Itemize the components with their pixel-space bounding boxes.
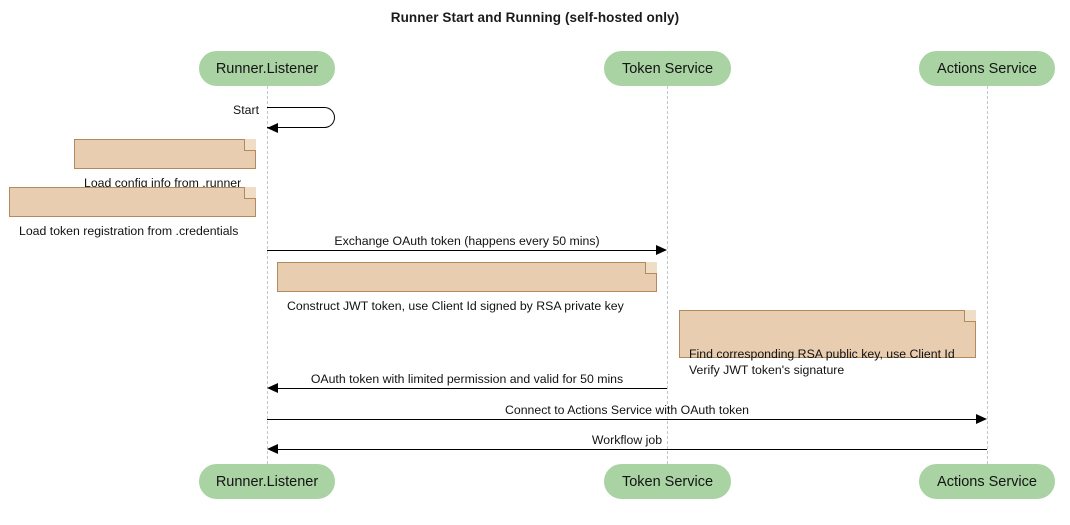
note-text: Construct JWT token, use Client Id signe…	[287, 299, 624, 313]
participant-actions-top[interactable]: Actions Service	[919, 51, 1055, 86]
message-label-connect-actions: Connect to Actions Service with OAuth to…	[504, 403, 750, 417]
note-fold-icon	[244, 139, 256, 151]
page-title: Runner Start and Running (self-hosted on…	[390, 10, 680, 25]
note-text: Load config info from .runner	[84, 176, 242, 190]
note-fold-icon	[244, 187, 256, 199]
message-arrowhead-workflow-job	[267, 444, 278, 454]
participant-label: Token Service	[621, 60, 714, 77]
participant-runner-bottom[interactable]: Runner.Listener	[199, 464, 335, 499]
note-fold-icon	[964, 310, 976, 322]
message-label-workflow-job: Workflow job	[591, 433, 663, 447]
message-line-exchange-oauth	[267, 250, 657, 251]
message-label-exchange-oauth: Exchange OAuth token (happens every 50 m…	[334, 234, 600, 248]
note-load-token-registration: Load token registration from .credential…	[9, 187, 256, 238]
message-label-oauth-token-return: OAuth token with limited permission and …	[310, 372, 624, 386]
message-arrowhead-exchange-oauth	[656, 245, 667, 255]
participant-label: Runner.Listener	[215, 60, 319, 77]
message-arrowhead-connect-actions	[976, 414, 987, 424]
lifeline-runner	[267, 86, 268, 464]
message-line-connect-actions	[267, 419, 977, 420]
message-arrowhead-oauth-token-return	[267, 383, 278, 393]
participant-label: Runner.Listener	[215, 473, 319, 490]
message-line-oauth-token-return	[278, 388, 667, 389]
lifeline-actions	[987, 86, 988, 464]
participant-runner-top[interactable]: Runner.Listener	[199, 51, 335, 86]
participant-label: Actions Service	[937, 60, 1037, 77]
message-label-start: Start	[233, 103, 259, 117]
note-verify-jwt-signature: Find corresponding RSA public key, use C…	[679, 310, 976, 377]
self-message-start-arrowhead	[267, 123, 278, 133]
note-load-config: Load config info from .runner	[74, 139, 256, 190]
note-construct-jwt: Construct JWT token, use Client Id signe…	[277, 262, 657, 313]
note-fold-icon	[645, 262, 657, 274]
lifeline-token	[667, 86, 668, 464]
message-line-workflow-job	[278, 449, 987, 450]
participant-actions-bottom[interactable]: Actions Service	[919, 464, 1055, 499]
participant-token-bottom[interactable]: Token Service	[604, 464, 731, 499]
note-text: Find corresponding RSA public key, use C…	[689, 347, 955, 377]
note-text: Load token registration from .credential…	[19, 224, 239, 238]
participant-label: Token Service	[621, 473, 714, 490]
participant-label: Actions Service	[937, 473, 1037, 490]
self-message-start-loop	[267, 107, 335, 128]
participant-token-top[interactable]: Token Service	[604, 51, 731, 86]
